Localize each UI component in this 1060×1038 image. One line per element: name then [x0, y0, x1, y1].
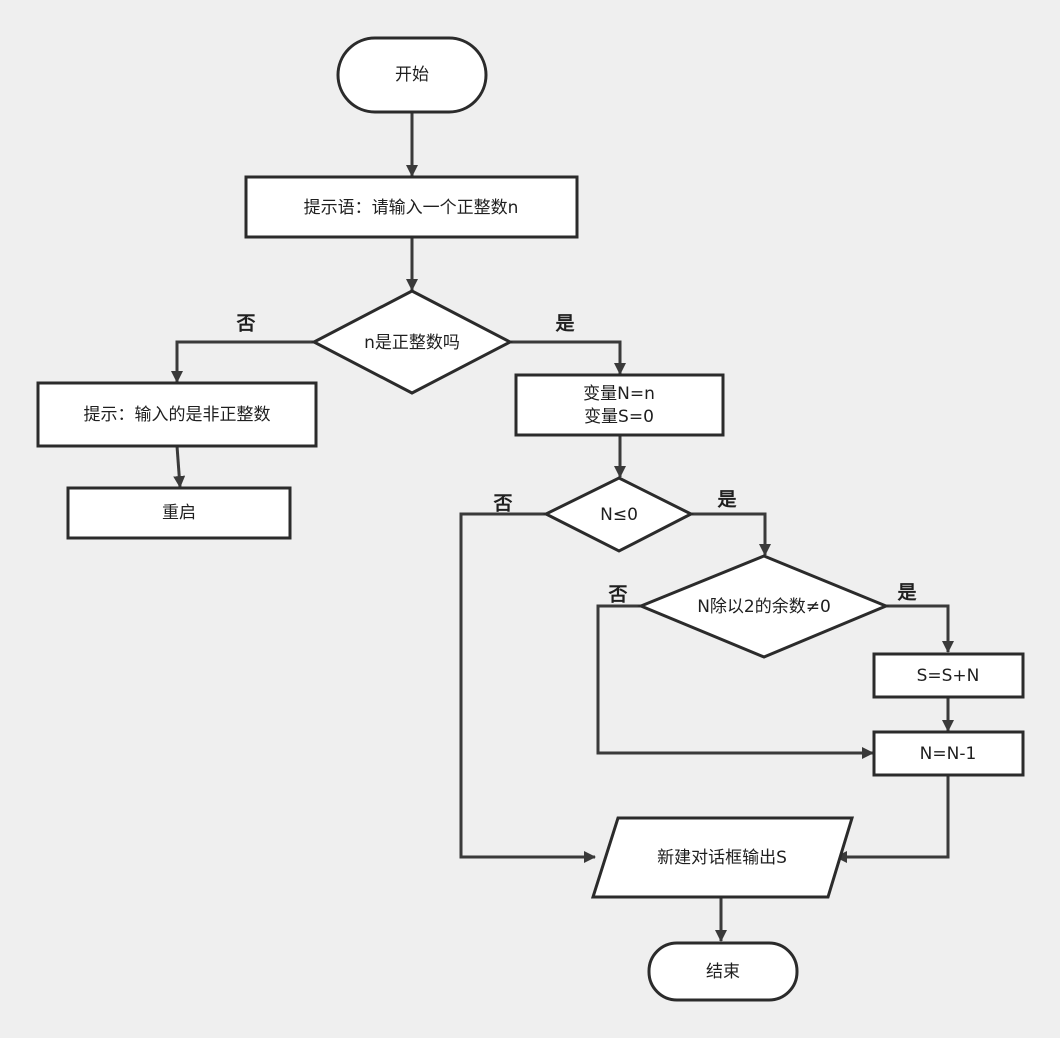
prompt-input-box [244, 175, 579, 239]
restart-box [66, 486, 292, 540]
check-remainder-label: N除以2的余数≠0 [697, 597, 831, 617]
error-prompt-box [36, 381, 318, 448]
output-label: 新建对话框输出S [657, 848, 787, 868]
edge-check-n-no-to-output [459, 512, 596, 863]
init-n-label: 变量N=n [583, 384, 655, 404]
check-remainder-node: N除以2的余数≠0 [637, 554, 890, 659]
check-n-le-zero-node: N≤0 [542, 476, 695, 553]
edge-remainder-yes-to-accumulate [886, 604, 954, 653]
accumulate-node: S=S+N [872, 652, 1025, 699]
restart-label: 重启 [162, 503, 196, 523]
edges [171, 113, 954, 942]
check-n-le-zero-diamond [542, 476, 695, 553]
error-prompt-node: 提示：输入的是非正整数 [36, 381, 318, 448]
init-s-label: 变量S=0 [584, 407, 654, 427]
init-box [514, 373, 725, 437]
edge-error-to-restart [173, 445, 186, 488]
check-positive-diamond [310, 289, 514, 395]
start-node: 开始 [336, 36, 488, 114]
edge-check-no-to-error [171, 340, 314, 383]
edge-check-yes-to-init [510, 340, 626, 375]
check-remainder-yes-label: 是 [897, 582, 916, 604]
end-node: 结束 [647, 941, 799, 1002]
output-node: 新建对话框输出S [590, 816, 855, 899]
accumulate-box [872, 652, 1025, 699]
prompt-input-node: 提示语：请输入一个正整数n [244, 175, 579, 239]
decrement-box [872, 730, 1025, 777]
end-terminal-shape [647, 941, 799, 1002]
end-label: 结束 [706, 962, 740, 982]
edge-remainder-no-to-decrement [596, 604, 874, 759]
check-positive-label: n是正整数吗 [364, 333, 460, 353]
check-remainder-diamond [637, 554, 890, 659]
init-node: 变量N=n 变量S=0 [514, 373, 725, 437]
start-label: 开始 [395, 65, 429, 85]
start-terminal-shape [336, 36, 488, 114]
output-parallelogram [590, 816, 855, 899]
check-n-le-zero-yes-label: 是 [717, 489, 736, 511]
check-n-le-zero-label: N≤0 [600, 505, 638, 525]
check-n-le-zero-no-label: 否 [492, 493, 512, 515]
decrement-node: N=N-1 [872, 730, 1025, 777]
error-prompt-label: 提示：输入的是非正整数 [84, 405, 271, 425]
check-positive-node: n是正整数吗 [310, 289, 514, 395]
check-positive-no-label: 否 [235, 313, 255, 335]
accumulate-label: S=S+N [917, 666, 980, 686]
edge-decrement-to-output [835, 775, 950, 863]
check-positive-yes-label: 是 [555, 313, 574, 335]
restart-node: 重启 [66, 486, 292, 540]
check-remainder-no-label: 否 [607, 584, 627, 606]
branch-labels: 否 是 否 是 否 是 [235, 313, 916, 606]
decrement-label: N=N-1 [920, 744, 977, 764]
prompt-input-label: 提示语：请输入一个正整数n [304, 198, 519, 218]
edge-check-n-yes-to-remainder [691, 512, 771, 556]
